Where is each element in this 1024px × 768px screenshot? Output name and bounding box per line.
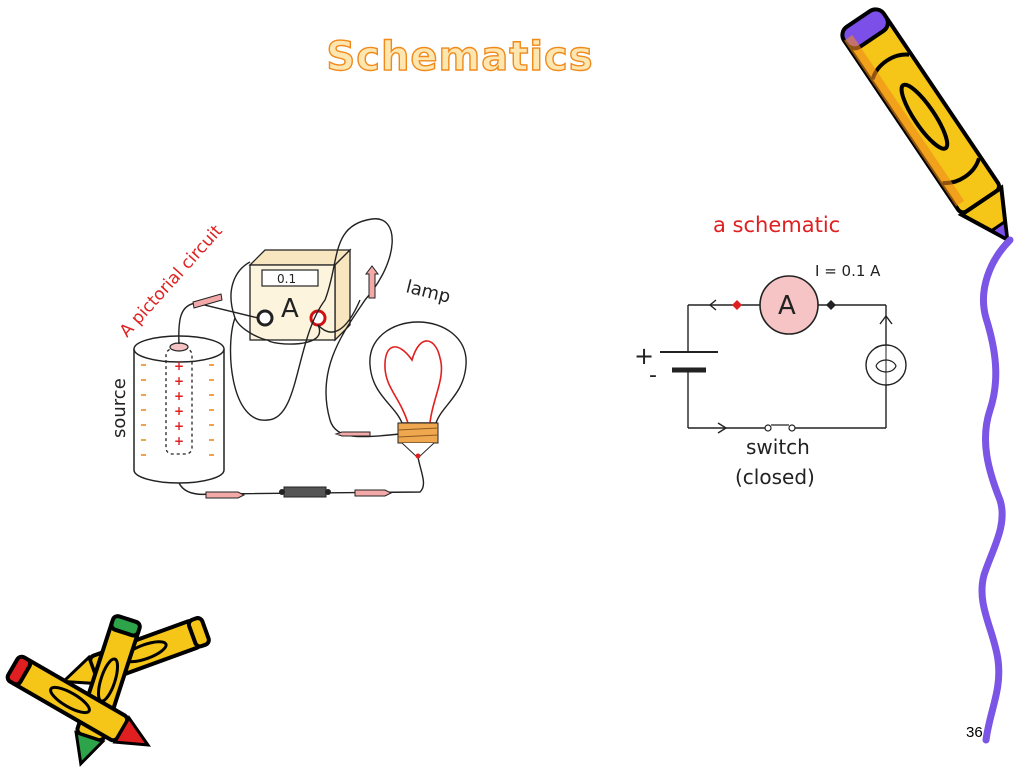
plus-sign: + [174,374,184,388]
schematic-caption: a schematic [713,213,840,237]
meter-symbol: A [281,294,299,324]
plus-sign: + [174,359,184,373]
meter-reading: 0.1 [277,272,296,286]
lamp-symbol [865,344,907,386]
source-label: source [109,378,130,438]
slide-title: Schematics [326,33,594,80]
battery-minus-sign: - [649,363,657,388]
decorative-squiggle [978,236,1014,744]
plus-sign: + [174,389,184,403]
crayon-illustration [840,7,1010,243]
lamp-bulb [369,321,467,459]
switch-state: (closed) [735,465,815,489]
schematic-wires [687,299,893,434]
current-arrow [192,265,393,499]
switch-label: switch [746,435,810,459]
battery-plus-sign: + [634,342,654,370]
plus-sign: + [174,434,184,448]
page-number: 36 [966,724,983,741]
current-label: I = 0.1 A [815,262,881,280]
battery-symbol [660,351,718,373]
ammeter-letter: A [778,291,796,321]
plus-sign: + [174,419,184,433]
crayon-illustration [5,654,152,747]
plus-sign: + [174,404,184,418]
ammeter-symbol: A [759,275,819,335]
switch-symbol [764,424,796,432]
